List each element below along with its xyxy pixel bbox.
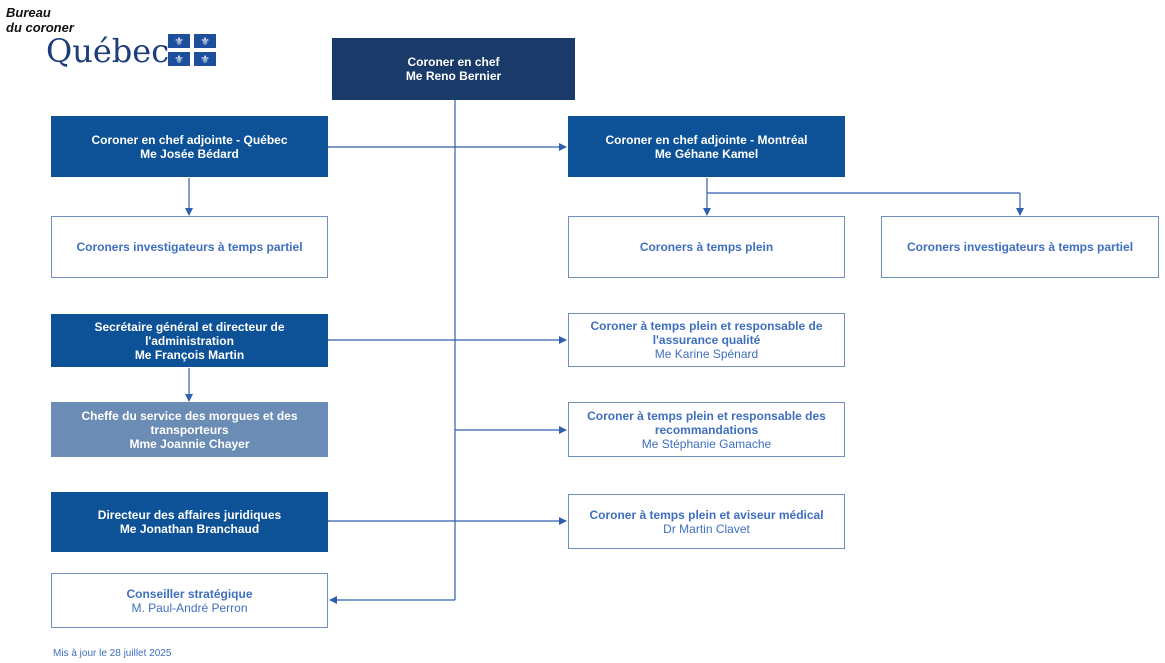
strategic-advisor-name: M. Paul-André Perron — [131, 600, 248, 615]
medical-advisor-name: Dr Martin Clavet — [663, 521, 750, 536]
deputy-montreal-box: Coroner en chef adjointe - Montréal Me G… — [568, 116, 845, 177]
svg-text:⚜: ⚜ — [200, 53, 210, 66]
secretary-general-title: Secrétaire général et directeur de l'adm… — [94, 319, 285, 348]
svg-text:⚜: ⚜ — [174, 53, 184, 66]
montreal-parttime-coroners-box: Coroners investigateurs à temps partiel — [881, 216, 1159, 278]
secretary-general-box: Secrétaire général et directeur de l'adm… — [51, 314, 328, 367]
quebec-parttime-coroners-title: Coroners investigateurs à temps partiel — [76, 240, 303, 254]
recommendations-title: Coroner à temps plein et responsable des… — [587, 408, 826, 437]
deputy-quebec-title: Coroner en chef adjointe - Québec — [91, 132, 288, 147]
recommendations-name: Me Stéphanie Gamache — [641, 436, 772, 451]
montreal-parttime-coroners-title: Coroners investigateurs à temps partiel — [906, 240, 1134, 254]
deputy-montreal-name: Me Géhane Kamel — [654, 146, 759, 161]
deputy-montreal-title: Coroner en chef adjointe - Montréal — [605, 132, 808, 147]
medical-advisor-title: Coroner à temps plein et aviseur médical — [589, 507, 824, 522]
logo-bureau-text: Bureau — [6, 5, 51, 20]
svg-text:⚜: ⚜ — [200, 35, 210, 48]
legal-affairs-name: Me Jonathan Branchaud — [119, 522, 260, 536]
strategic-advisor-title: Conseiller stratégique — [126, 586, 253, 601]
morgue-service-title: Cheffe du service des morgues et des tra… — [81, 408, 298, 437]
chief-coroner-box: Coroner en chef Me Reno Bernier — [332, 38, 575, 100]
quality-assurance-name: Me Karine Spénard — [654, 347, 759, 361]
chief-coroner-name: Me Reno Bernier — [405, 69, 502, 83]
fleur-de-lis-flag-icon: ⚜ ⚜ ⚜ ⚜ — [168, 34, 216, 66]
logo-coroner-text: du coroner — [6, 20, 74, 35]
legal-affairs-title: Directeur des affaires juridiques — [97, 508, 282, 522]
medical-advisor-box: Coroner à temps plein et aviseur médical… — [568, 494, 845, 549]
secretary-general-name: Me François Martin — [134, 347, 245, 362]
quality-assurance-title: Coroner à temps plein et responsable de … — [590, 319, 823, 347]
strategic-advisor-box: Conseiller stratégique M. Paul-André Per… — [51, 573, 328, 628]
morgue-service-box: Cheffe du service des morgues et des tra… — [51, 402, 328, 457]
morgue-service-name: Mme Joannie Chayer — [129, 436, 250, 451]
last-updated-text: Mis à jour le 28 juillet 2025 — [53, 648, 172, 659]
deputy-quebec-box: Coroner en chef adjointe - Québec Me Jos… — [51, 116, 328, 177]
logo-quebec-text: Québec — [46, 32, 170, 70]
svg-text:⚜: ⚜ — [174, 35, 184, 48]
montreal-fulltime-coroners-box: Coroners à temps plein — [568, 216, 845, 278]
legal-affairs-box: Directeur des affaires juridiques Me Jon… — [51, 492, 328, 552]
chief-coroner-title: Coroner en chef — [407, 55, 500, 69]
deputy-quebec-name: Me Josée Bédard — [140, 146, 239, 161]
recommendations-box: Coroner à temps plein et responsable des… — [568, 402, 845, 457]
montreal-fulltime-coroners-title: Coroners à temps plein — [639, 240, 774, 254]
quebec-parttime-coroners-box: Coroners investigateurs à temps partiel — [51, 216, 328, 278]
quality-assurance-box: Coroner à temps plein et responsable de … — [568, 313, 845, 367]
